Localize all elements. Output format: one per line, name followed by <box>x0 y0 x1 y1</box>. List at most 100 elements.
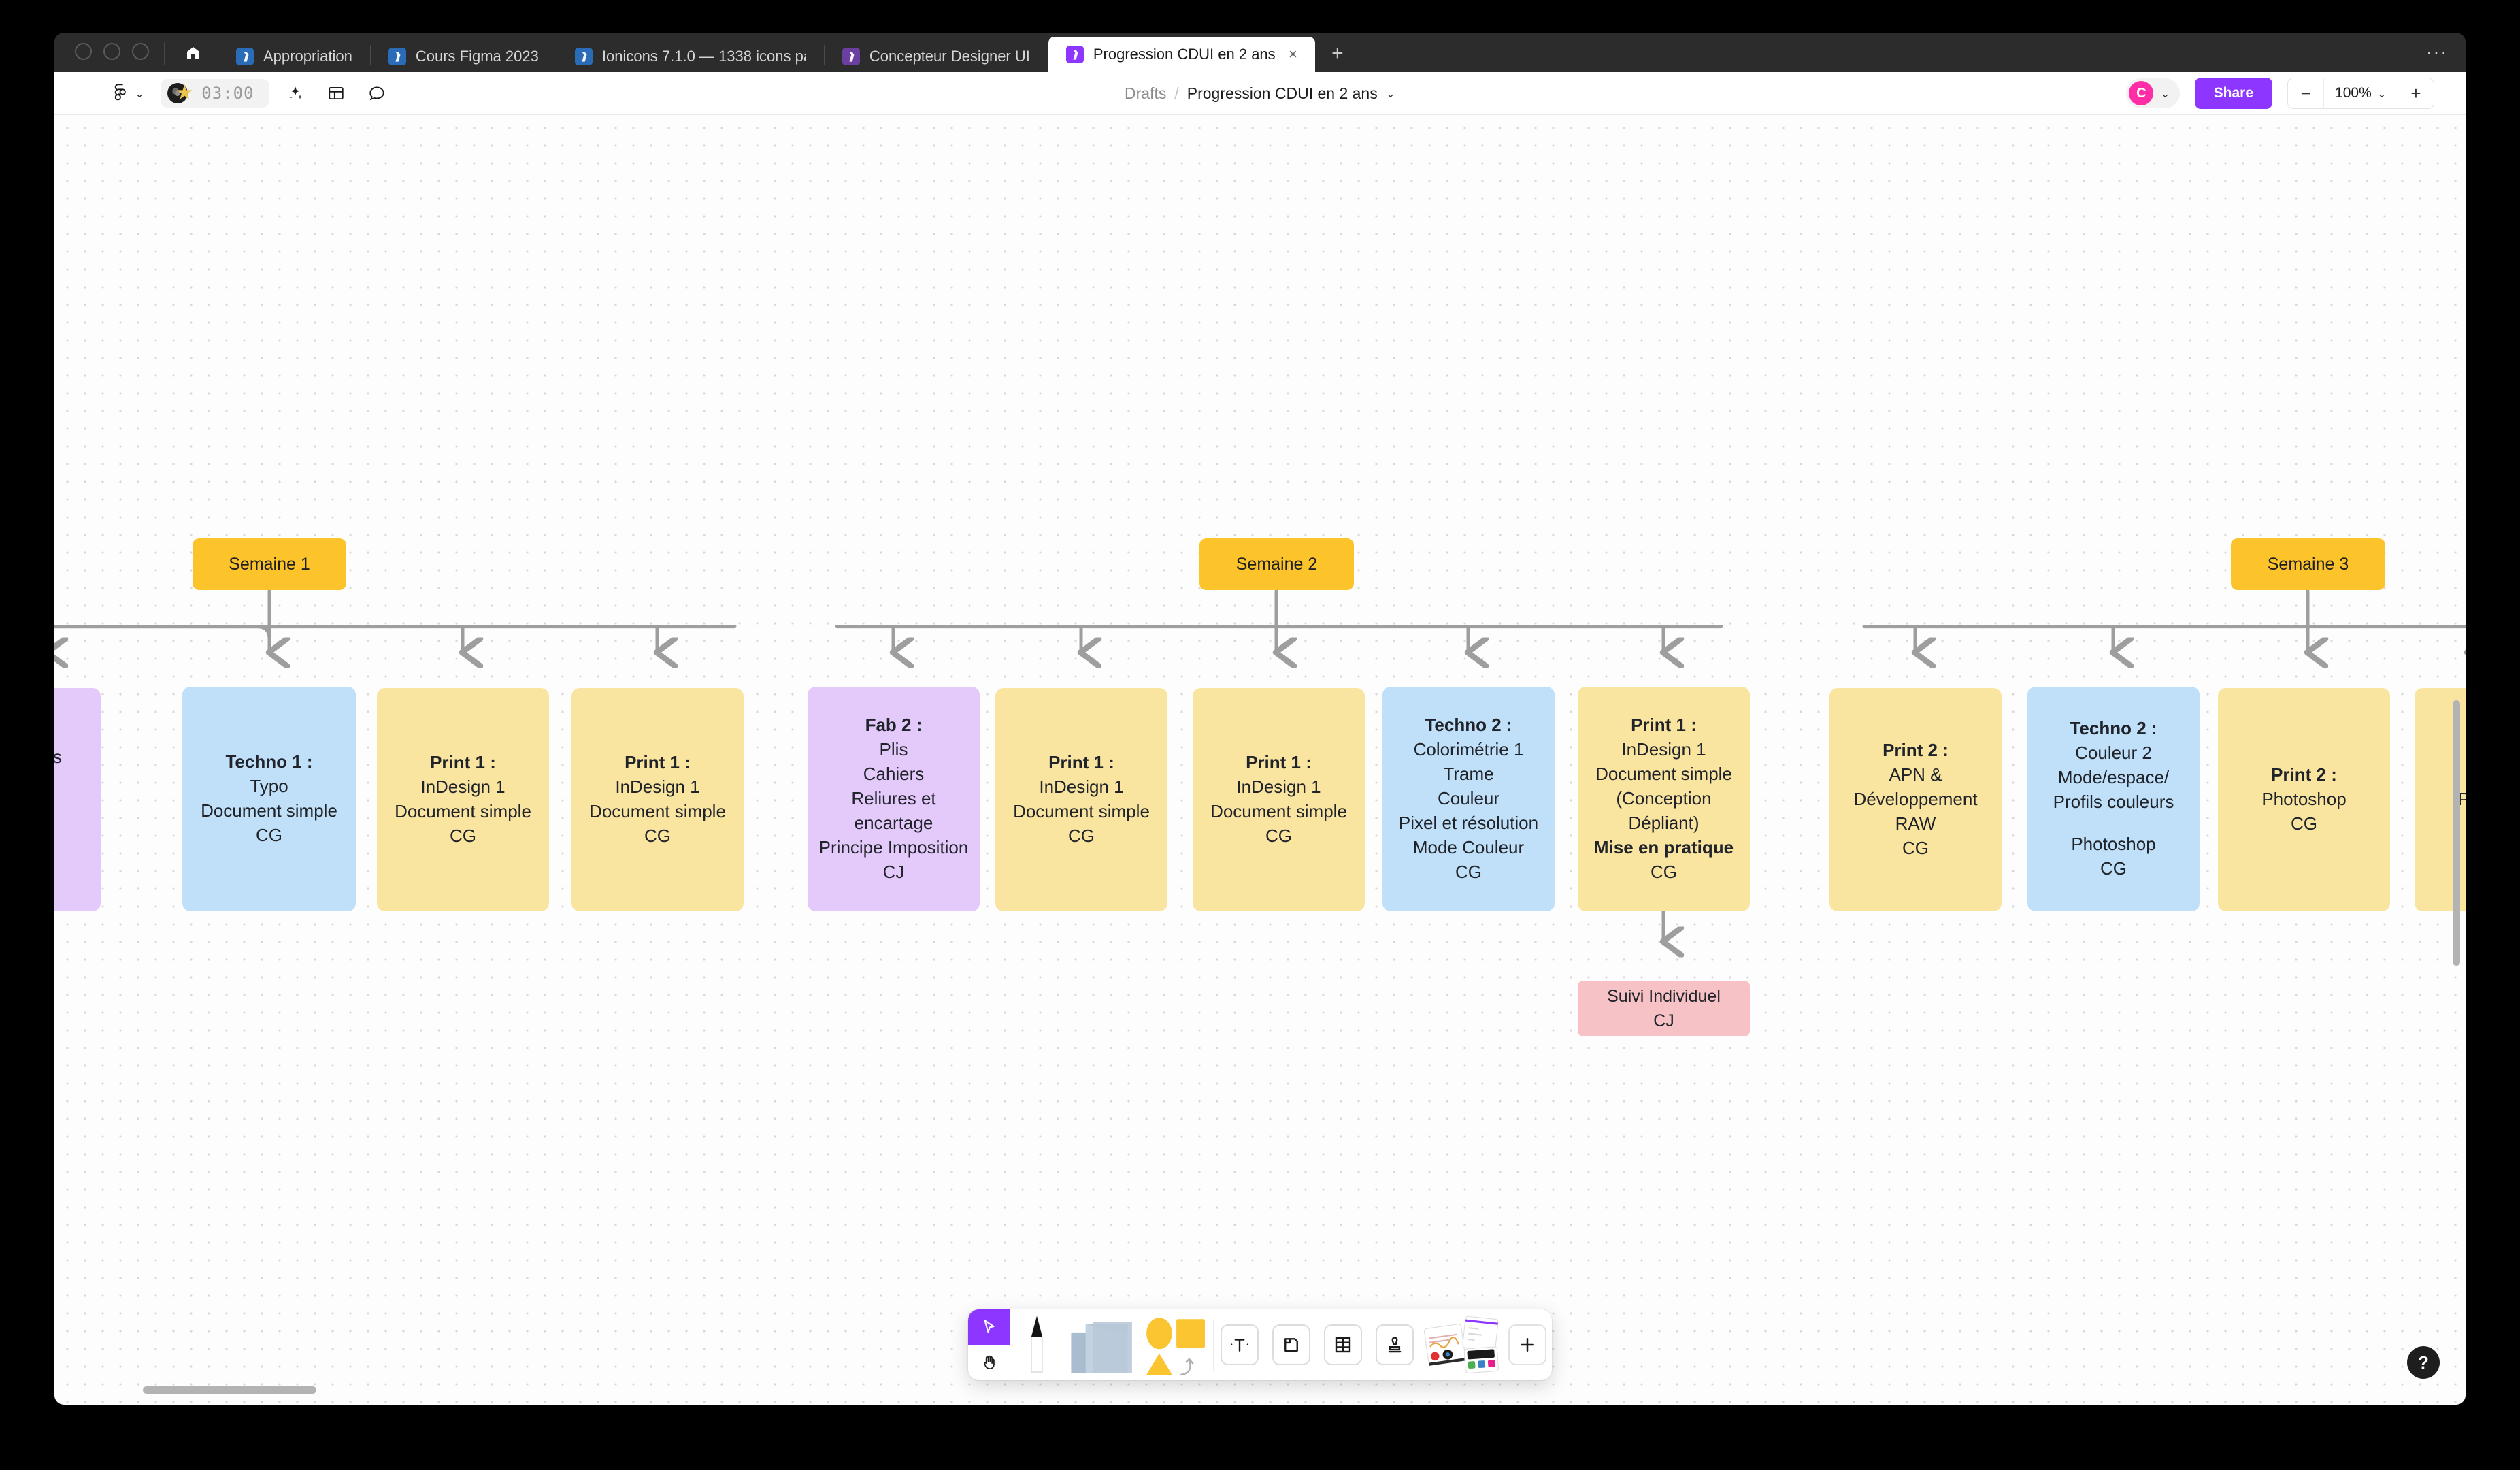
frame-tool-icon[interactable] <box>1265 1309 1317 1380</box>
card-line: Photoshop <box>2458 789 2466 810</box>
card-fab-partial[interactable]: quessionsentesrint <box>54 688 101 911</box>
comment-icon[interactable] <box>362 79 392 108</box>
stamp-tool-icon[interactable] <box>1369 1309 1421 1380</box>
week-node-2[interactable]: Semaine 3 <box>2231 538 2385 590</box>
card-line: InDesign 1 <box>420 777 505 798</box>
card-line: InDesign 1 <box>1621 739 1706 760</box>
week-label: Semaine 1 <box>229 554 310 574</box>
figjam-canvas[interactable]: Semaine 1 Semaine 2 Semaine 3 quessionse… <box>54 115 2466 1405</box>
card-line: CG <box>450 825 476 846</box>
cursor-select-icon[interactable] <box>968 1309 1010 1345</box>
figma-file-icon <box>388 48 406 65</box>
card-line: Print 2 : <box>2271 764 2337 785</box>
layout-panel-icon[interactable] <box>321 79 351 108</box>
chevron-down-icon[interactable]: ⌄ <box>1385 86 1395 100</box>
chevron-down-icon[interactable]: ⌄ <box>2160 86 2170 100</box>
figjam-file-icon <box>1065 46 1084 63</box>
zoom-in-button[interactable]: + <box>2410 82 2421 103</box>
page-title[interactable]: Progression CDUI en 2 ans <box>1187 84 1378 102</box>
card-line: CG <box>1068 825 1095 846</box>
timer-widget[interactable]: 03:00 <box>161 79 269 108</box>
card-line: Reliures et encartage <box>851 788 936 833</box>
card-line: Document simple <box>1595 764 1732 785</box>
card-line: CG <box>644 825 671 846</box>
divider <box>164 42 165 65</box>
browser-more-menu[interactable]: ··· <box>2426 42 2448 62</box>
figjam-file-icon <box>842 48 860 65</box>
tab-label: Ionicons 7.1.0 — 1338 icons pack (C <box>601 48 806 65</box>
shapes-icon[interactable] <box>1137 1309 1213 1380</box>
tab-label: Appropriation <box>263 48 352 65</box>
table-tool-icon[interactable] <box>1317 1309 1369 1380</box>
vertical-scrollbar[interactable] <box>2453 700 2460 966</box>
browser-tab-1[interactable]: Cours Figma 2023 <box>371 41 557 72</box>
tab-label: Progression CDUI en 2 ans <box>1093 46 1276 63</box>
zoom-level-value: 100% <box>2335 85 2372 101</box>
share-button[interactable]: Share <box>2194 78 2273 109</box>
card-line: Profils couleurs <box>2053 791 2174 812</box>
plus-icon[interactable] <box>1503 1309 1552 1380</box>
collaborators-group[interactable]: C ⌄ <box>2126 78 2180 108</box>
minimize-window-button[interactable] <box>103 43 120 60</box>
widgets-icon[interactable] <box>1421 1309 1503 1380</box>
chevron-down-icon: ⌄ <box>2376 86 2387 100</box>
card-line: Mode/espace/ <box>2057 767 2170 788</box>
divider <box>823 45 825 65</box>
home-button[interactable] <box>174 39 212 67</box>
horizontal-scrollbar[interactable] <box>143 1386 316 1394</box>
card-line: Print 1 : <box>430 752 496 773</box>
text-tool-icon[interactable] <box>1214 1309 1265 1380</box>
window-traffic-lights[interactable] <box>54 43 164 72</box>
figma-menu-button[interactable]: ⌄ <box>107 79 148 108</box>
pen-icon[interactable] <box>1010 1309 1063 1380</box>
card-line: CG <box>2291 813 2317 834</box>
figjam-bottom-toolbar <box>968 1309 1552 1380</box>
card-line: Techno 2 : <box>1425 715 1512 736</box>
card-line: CG <box>1902 837 1929 858</box>
card-line: Fab 2 : <box>865 715 923 736</box>
card-line: Document simple <box>1013 801 1150 821</box>
card-line: Document simple <box>201 800 337 821</box>
breadcrumb-root[interactable]: Drafts <box>1125 84 1167 102</box>
card-line: Print 1 : <box>1048 752 1114 773</box>
card-line: Print 2 : <box>1883 740 1949 761</box>
close-tab-icon[interactable]: × <box>1289 46 1297 63</box>
card-line: Couleur 2 <box>2075 742 2152 764</box>
card-line: Print 1 : <box>1246 752 1312 773</box>
week-node-0[interactable]: Semaine 1 <box>193 538 346 590</box>
new-tab-button[interactable]: + <box>1331 42 1344 65</box>
tab-label: Cours Figma 2023 <box>415 48 539 65</box>
browser-tab-2[interactable]: Ionicons 7.1.0 — 1338 icons pack (C <box>557 41 824 72</box>
browser-tab-0[interactable]: Appropriation <box>218 41 370 72</box>
browser-tab-4-active[interactable]: Progression CDUI en 2 ans × <box>1048 37 1315 72</box>
hand-pan-icon[interactable] <box>968 1345 1010 1380</box>
sticky-note-icon[interactable] <box>1063 1309 1137 1380</box>
card-line: CG <box>1651 861 1677 882</box>
zoom-out-button[interactable]: − <box>2300 82 2311 103</box>
help-button[interactable]: ? <box>2407 1346 2440 1379</box>
breadcrumb: Drafts / Progression CDUI en 2 ans ⌄ <box>54 84 2466 103</box>
zoom-level-dropdown[interactable]: 100% ⌄ <box>2324 85 2398 101</box>
connector-arrow-icon <box>1180 1357 1194 1375</box>
card-line: CG <box>1455 861 1482 882</box>
maximize-window-button[interactable] <box>132 43 149 60</box>
week-node-1[interactable]: Semaine 2 <box>1199 538 1354 590</box>
cursor-tool-group <box>968 1309 1010 1380</box>
ai-sparkle-icon[interactable] <box>280 79 310 108</box>
browser-tab-3[interactable]: Concepteur Designer UI <box>825 41 1048 72</box>
close-window-button[interactable] <box>75 43 92 60</box>
avatar[interactable]: C <box>2129 81 2154 105</box>
card-line: InDesign 1 <box>1039 777 1124 798</box>
